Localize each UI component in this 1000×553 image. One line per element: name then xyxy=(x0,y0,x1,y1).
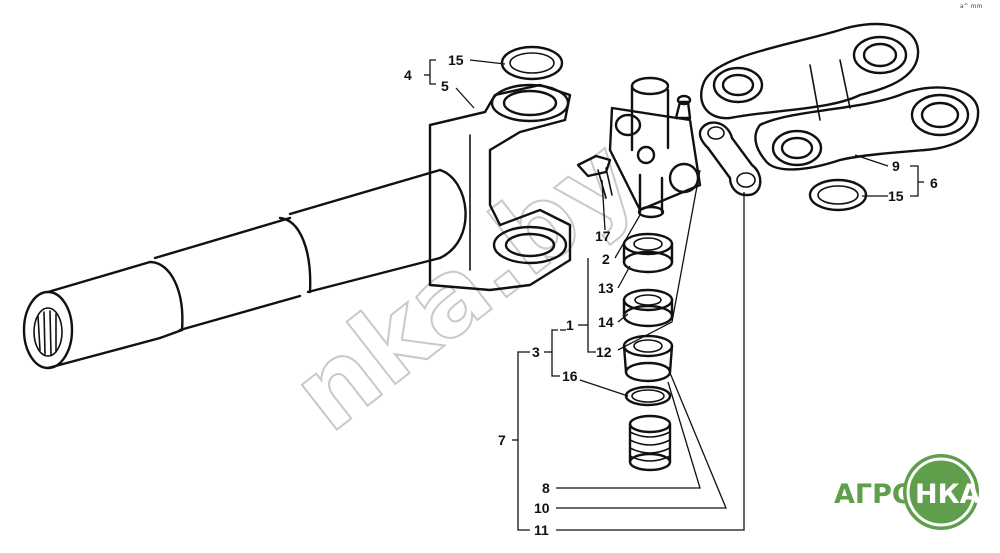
callout-13: 13 xyxy=(598,280,614,296)
callout-16: 16 xyxy=(562,368,578,384)
agronka-logo: АГРО НКА xyxy=(834,454,981,530)
bearing-stack xyxy=(622,232,674,472)
leader-lines xyxy=(424,59,924,531)
callout-numbers: 15 4 5 9 6 15 17 2 13 14 1 12 3 16 7 8 1… xyxy=(404,52,938,538)
snap-ring-top xyxy=(500,45,564,81)
callout-4: 4 xyxy=(404,67,412,83)
callout-8: 8 xyxy=(542,480,550,496)
logo-text-right: НКА xyxy=(915,479,981,510)
lever-arms xyxy=(700,22,980,171)
callout-9: 9 xyxy=(892,158,900,174)
callout-2: 2 xyxy=(602,251,610,267)
callout-1: 1 xyxy=(566,317,574,333)
shaft xyxy=(22,168,467,370)
snap-ring-right xyxy=(808,178,868,212)
cross-spider xyxy=(608,76,702,219)
callout-17: 17 xyxy=(595,228,611,244)
yoke-fork xyxy=(428,83,572,292)
callout-7: 7 xyxy=(498,432,506,448)
callout-12: 12 xyxy=(596,344,612,360)
small-link xyxy=(698,121,762,197)
callout-11: 11 xyxy=(534,522,549,538)
callout-14: 14 xyxy=(598,314,614,330)
callout-6: 6 xyxy=(930,175,938,191)
callout-15-right: 15 xyxy=(888,188,904,204)
logo-text-left: АГРО xyxy=(834,479,915,510)
callout-15-top: 15 xyxy=(448,52,464,68)
callout-3: 3 xyxy=(532,344,540,360)
corner-note: a^ mm xyxy=(960,3,982,10)
callout-10: 10 xyxy=(534,500,550,516)
callout-5: 5 xyxy=(441,78,449,94)
